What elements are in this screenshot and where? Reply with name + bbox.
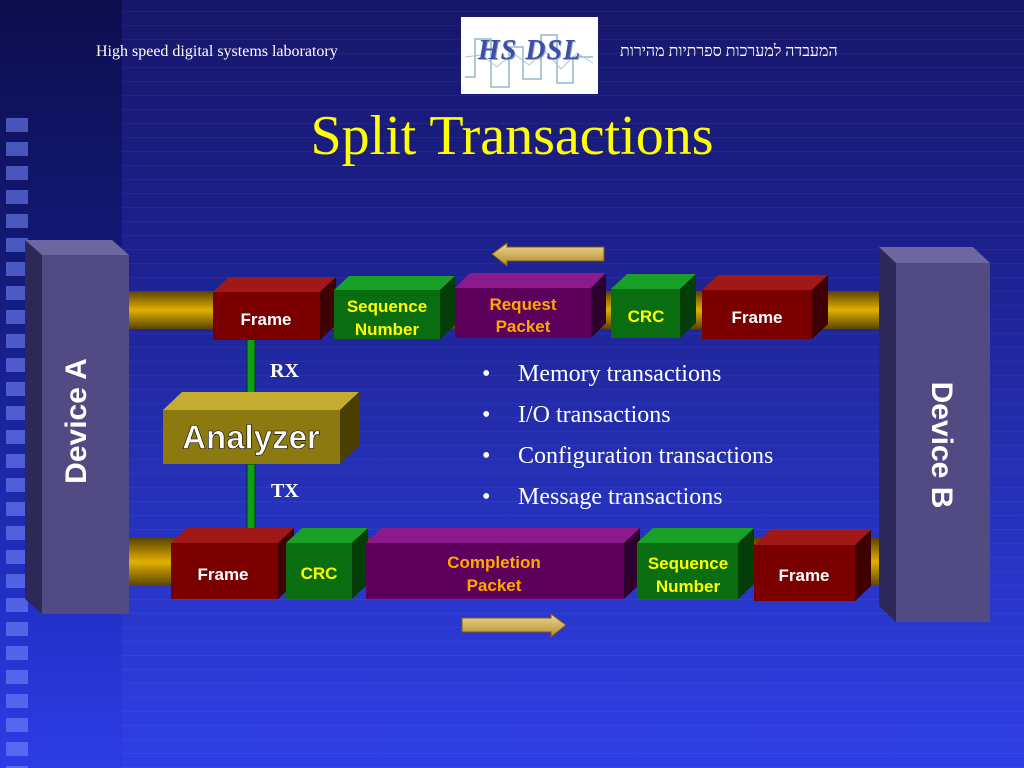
top-request-packet: Request Packet — [455, 273, 606, 338]
bottom-frame-left: Frame — [171, 528, 294, 599]
transaction-types-list: •Memory transactions •I/O transactions •… — [482, 357, 773, 521]
bullet-icon: • — [482, 402, 491, 428]
svg-text:Number: Number — [656, 577, 721, 596]
svg-text:Packet: Packet — [496, 317, 551, 336]
bottom-frame-right: Frame — [754, 530, 871, 601]
device-b: Device B — [879, 247, 990, 622]
bottom-crc: CRC — [286, 528, 368, 599]
svg-text:Number: Number — [355, 320, 420, 339]
lab-name-hebrew: המעבדה למערכות ספרתיות מהירות — [620, 43, 838, 60]
top-frame-left: Frame — [213, 277, 336, 340]
top-frame-right: Frame — [702, 275, 828, 339]
logo-text: HS DSL — [477, 35, 582, 66]
list-item: •Message transactions — [482, 480, 773, 521]
list-item: •I/O transactions — [482, 398, 773, 439]
device-b-label: Device B — [925, 382, 958, 509]
svg-text:Packet: Packet — [467, 576, 522, 595]
lab-name: High speed digital systems laboratory — [96, 43, 338, 60]
svg-text:CRC: CRC — [628, 307, 665, 326]
svg-text:CRC: CRC — [301, 564, 338, 583]
left-square-pattern — [6, 118, 28, 768]
svg-text:Frame: Frame — [197, 565, 248, 584]
bullet-icon: • — [482, 484, 491, 510]
lab-logo: HS DSL — [461, 17, 598, 94]
rx-label: RX — [270, 360, 299, 382]
svg-text:Completion: Completion — [447, 553, 541, 572]
analyzer-label: Analyzer — [182, 419, 320, 456]
svg-text:Request: Request — [489, 295, 556, 314]
svg-text:Frame: Frame — [778, 566, 829, 585]
svg-text:Sequence: Sequence — [347, 297, 427, 316]
completion-direction-arrow-icon — [461, 613, 567, 639]
bullet-icon: • — [482, 443, 491, 469]
device-a-label: Device A — [60, 358, 93, 484]
request-direction-arrow-icon — [491, 242, 605, 268]
bottom-completion-packet: Completion Packet — [366, 528, 640, 599]
list-item: •Memory transactions — [482, 357, 773, 398]
svg-text:Sequence: Sequence — [648, 554, 728, 573]
device-a: Device A — [25, 240, 129, 614]
slide-title: Split Transactions — [310, 105, 714, 167]
tx-label: TX — [271, 480, 299, 502]
svg-text:Frame: Frame — [731, 308, 782, 327]
bullet-icon: • — [482, 361, 491, 387]
svg-text:Frame: Frame — [240, 310, 291, 329]
top-sequence-number: Sequence Number — [334, 276, 455, 339]
analyzer-box: Analyzer — [163, 392, 359, 464]
top-crc: CRC — [611, 274, 696, 338]
logo-waveform-icon — [464, 34, 594, 88]
bottom-sequence-number: Sequence Number — [637, 528, 754, 599]
list-item: •Configuration transactions — [482, 439, 773, 480]
